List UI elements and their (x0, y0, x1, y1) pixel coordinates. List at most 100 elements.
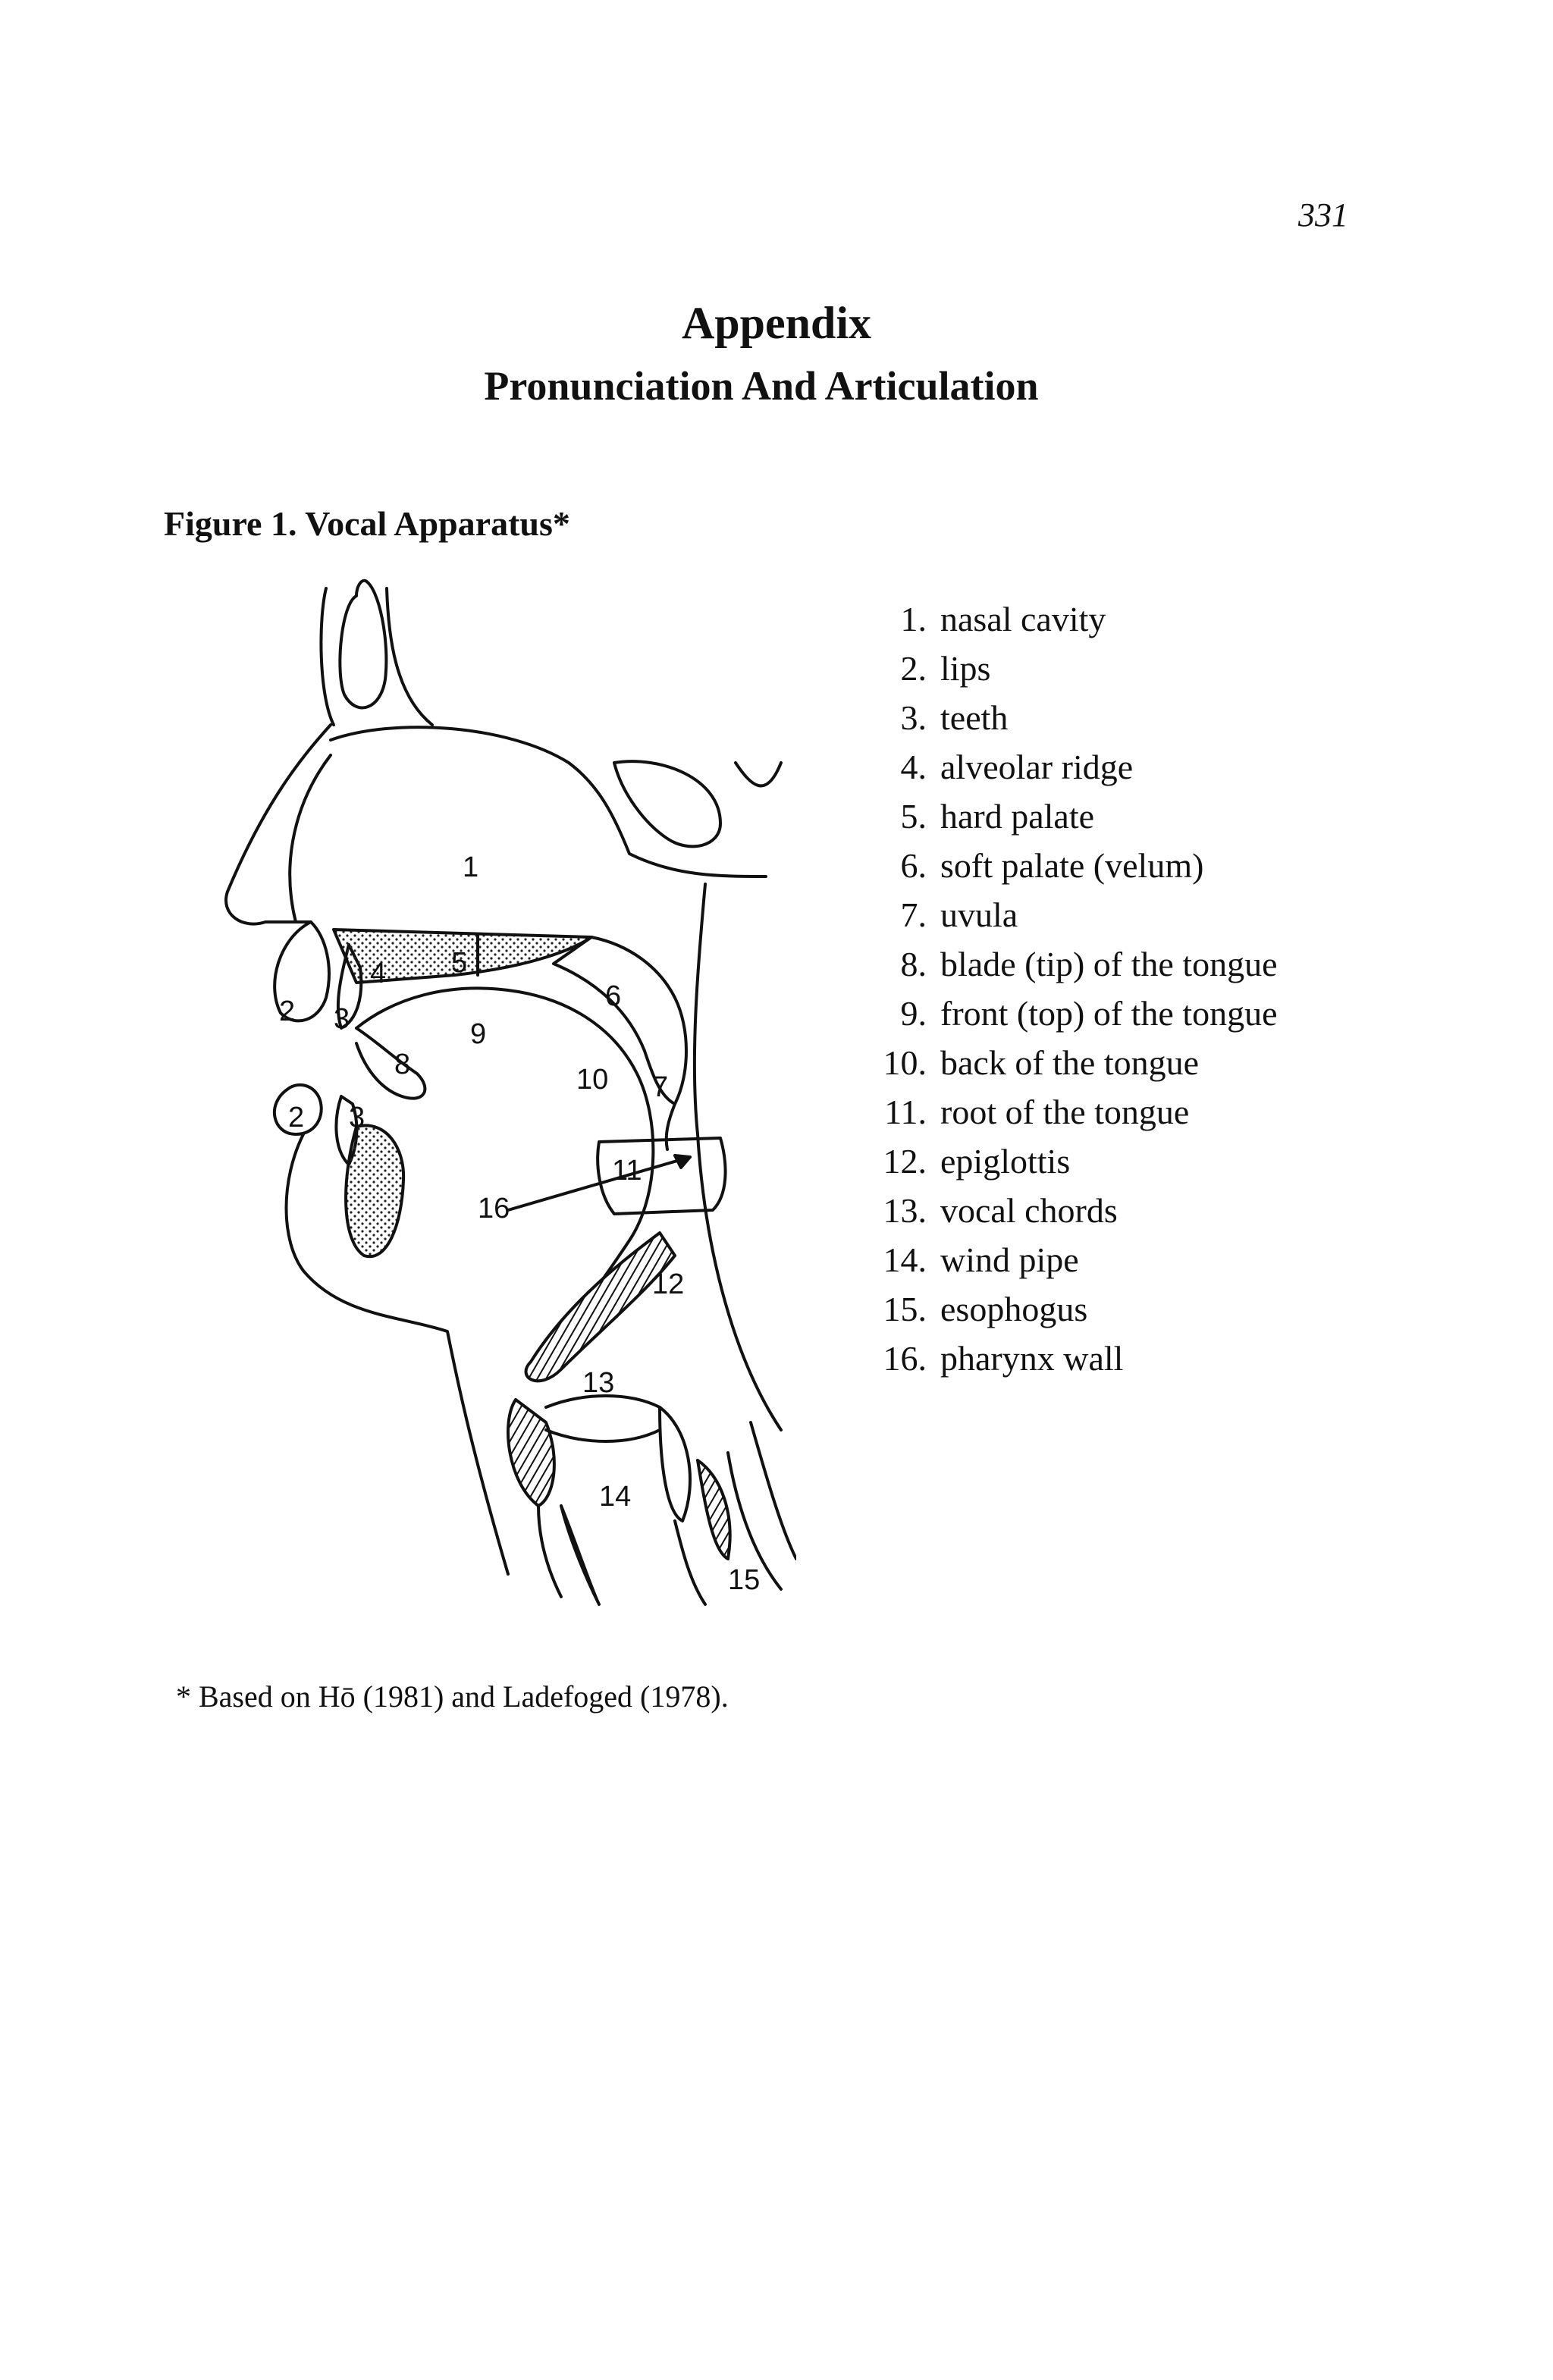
diagram-label-9: 9 (470, 1018, 486, 1050)
esophagus-left (726, 1451, 783, 1591)
legend-number: 10. (883, 1043, 927, 1082)
legend-number: 14. (883, 1240, 927, 1279)
legend-number: 13. (883, 1191, 927, 1230)
legend-number: 7. (900, 895, 927, 934)
diagram-label-2-lower: 2 (288, 1102, 304, 1134)
legend-item: 13. vocal chords (861, 1186, 1278, 1235)
legend-item: 5. hard palate (861, 792, 1278, 841)
tongue-outline (355, 986, 655, 1333)
legend-text: vocal chords (940, 1191, 1118, 1230)
footnote: * Based on Hō (1981) and Ladefoged (1978… (176, 1679, 729, 1714)
legend-number: 2. (900, 649, 927, 688)
diagram-label-4: 4 (370, 958, 386, 989)
legend-number: 1. (900, 600, 927, 638)
legend-text: teeth (940, 698, 1009, 737)
upper-teeth (336, 943, 363, 1030)
pharynx-back-wall (692, 883, 783, 1431)
vocal-apparatus-diagram: 1 2 3 4 5 6 7 8 9 10 11 12 13 14 15 16 2… (224, 579, 796, 1606)
vocal-chord-right (658, 1406, 692, 1522)
diagram-label-3: 3 (334, 1003, 350, 1035)
legend-item: 11. root of the tongue (861, 1087, 1278, 1137)
turbinate (613, 760, 722, 848)
diagram-label-12: 12 (652, 1268, 684, 1300)
legend-item: 15. esophogus (861, 1284, 1278, 1334)
vocal-chords (544, 1394, 661, 1443)
legend-number: 3. (900, 698, 927, 737)
legend-text: soft palate (velum) (940, 846, 1204, 885)
legend-number: 6. (900, 846, 927, 885)
legend-number: 12. (883, 1142, 927, 1181)
legend-number: 4. (900, 748, 927, 786)
legend-item: 7. uvula (861, 890, 1278, 939)
legend-item: 14. wind pipe (861, 1235, 1278, 1284)
legend-number: 8. (900, 945, 927, 983)
nasal-bone-outline (319, 587, 335, 726)
legend-item: 9. front (top) of the tongue (861, 989, 1278, 1038)
diagram-label-5: 5 (451, 947, 467, 979)
legend-item: 12. epiglottis (861, 1137, 1278, 1186)
upper-lip (273, 920, 331, 1023)
legend-list: 1. nasal cavity 2.lips 3. teeth 4. alveolar… (861, 594, 1278, 1383)
tongue-tip (355, 1027, 427, 1100)
legend-text: back of the tongue (940, 1043, 1200, 1082)
diagram-label-1: 1 (463, 851, 478, 883)
legend-number: 15. (883, 1290, 927, 1328)
legend-item: 2.lips (861, 644, 1278, 693)
legend-item: 4. alveolar ridge (861, 742, 1278, 792)
diagram-label-10: 10 (576, 1064, 608, 1096)
lower-lip (273, 1083, 323, 1136)
legend-item: 10. back of the tongue (861, 1038, 1278, 1087)
legend-number: 9. (900, 994, 927, 1033)
legend-text: uvula (940, 895, 1018, 934)
diagram-label-2: 2 (279, 996, 295, 1027)
diagram-label-7: 7 (652, 1071, 668, 1103)
legend-text: blade (tip) of the tongue (940, 945, 1278, 983)
diagram-label-13: 13 (582, 1367, 614, 1399)
figure-caption: Figure 1. Vocal Apparatus* (164, 504, 570, 543)
legend-text: alveolar ridge (940, 748, 1134, 786)
legend-item: 8. blade (tip) of the tongue (861, 939, 1278, 989)
diagram-label-15: 15 (728, 1564, 760, 1596)
nasal-passage-loop (338, 579, 388, 710)
legend-text: front (top) of the tongue (940, 994, 1278, 1033)
legend-text: root of the tongue (940, 1093, 1190, 1131)
legend-text: nasal cavity (940, 600, 1106, 638)
legend-text: hard palate (940, 797, 1095, 836)
page-subtitle: Pronunciation And Articulation (484, 363, 1039, 409)
lower-jaw-bone (344, 1124, 406, 1259)
diagram-label-3-lower: 3 (349, 1102, 365, 1134)
diagram-label-6: 6 (605, 980, 621, 1012)
esophagus-right (749, 1421, 796, 1560)
legend-text: epiglottis (940, 1142, 1071, 1181)
pharynx-box (596, 1137, 727, 1215)
legend-item: 16. pharynx wall (861, 1334, 1278, 1383)
windpipe-left (537, 1504, 563, 1598)
diagram-label-11: 11 (612, 1155, 642, 1187)
nasal-bridge (385, 587, 434, 726)
vocal-chord-left (507, 1398, 556, 1507)
legend-item: 1. nasal cavity (861, 594, 1278, 644)
page-title: Appendix (681, 298, 872, 348)
legend-item: 6. soft palate (velum) (861, 841, 1278, 890)
trachea-ring (560, 1504, 601, 1606)
nasal-cavity-roof (329, 726, 767, 878)
diagram-label-14: 14 (599, 1481, 631, 1513)
diagram-label-8: 8 (394, 1049, 410, 1080)
legend-item: 3. teeth (861, 693, 1278, 742)
arrow-16 (507, 1156, 692, 1212)
windpipe-right (673, 1519, 707, 1606)
uvula (664, 1102, 676, 1151)
legend-number: 11. (884, 1093, 927, 1131)
legend-text: esophogus (940, 1290, 1088, 1328)
diagram-label-16: 16 (478, 1193, 510, 1224)
nose-outline (224, 723, 332, 926)
legend-number: 16. (883, 1339, 927, 1378)
epiglottis (524, 1231, 676, 1383)
nasopharynx-hook (734, 761, 783, 788)
arytenoid-right (696, 1459, 732, 1560)
legend-text: wind pipe (940, 1240, 1079, 1279)
page-number: 331 (1298, 196, 1348, 234)
legend-text: pharynx wall (940, 1339, 1124, 1378)
legend-number: 5. (900, 797, 927, 836)
nasal-cavity-inner (288, 754, 332, 923)
